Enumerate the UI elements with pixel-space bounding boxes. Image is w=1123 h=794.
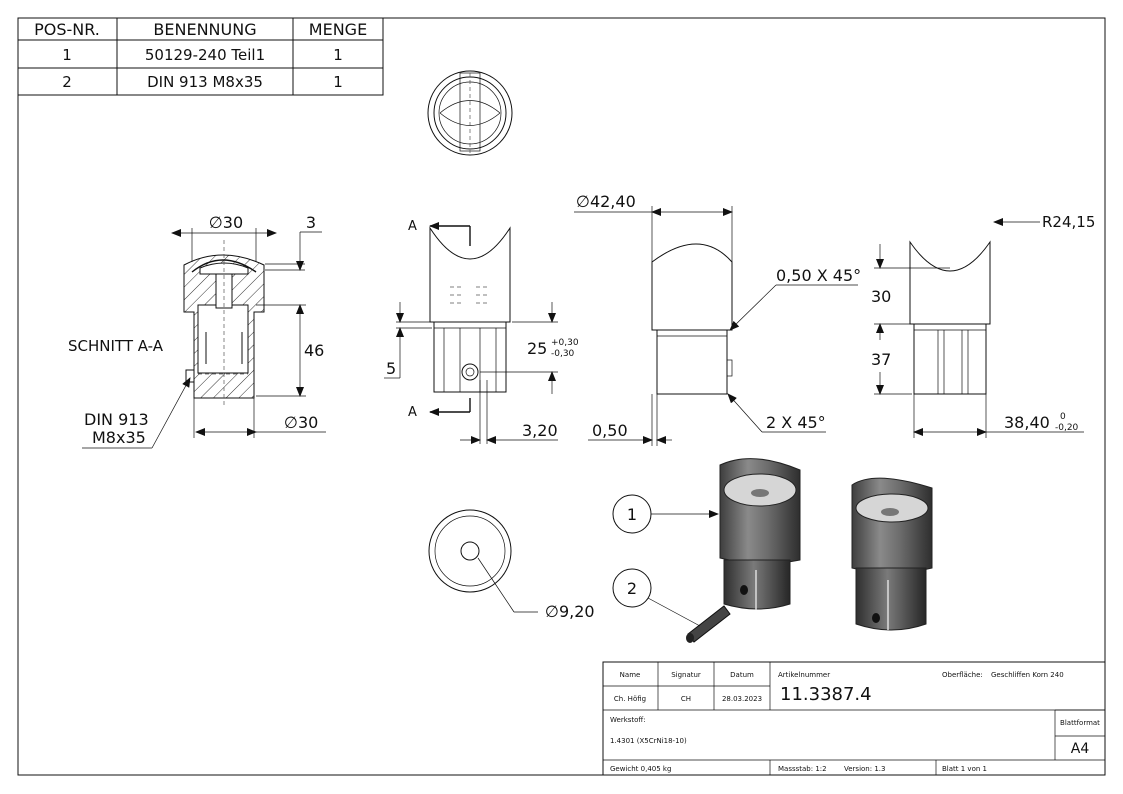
right-dim-upper: 30 — [871, 287, 891, 306]
sheet-border — [17, 17, 1106, 776]
right-dim-lower: 37 — [871, 350, 891, 369]
right-tol-upper: 0 — [1060, 412, 1066, 422]
side-dim-bottom: 0,50 — [592, 421, 628, 440]
bottom-dim: ∅9,20 — [545, 602, 595, 621]
bom-row2-pos: 2 — [62, 73, 72, 91]
right-dim-bottom: 38,40 — [1004, 413, 1050, 432]
front-dimensions: 5 25 +0,30 -0,30 3,20 — [384, 302, 579, 444]
iso-view-1 — [719, 458, 801, 610]
right-view — [909, 240, 991, 395]
section-dim-bottom: ∅30 — [284, 413, 318, 432]
bom-row2-name: DIN 913 M8x35 — [147, 73, 263, 91]
tb-blattformat-value: A4 — [1071, 741, 1090, 757]
tb-blattformat-label: Blattformat — [1060, 719, 1100, 727]
front-dim-right: 25 — [527, 339, 547, 358]
balloon-1: 1 — [627, 505, 637, 524]
bom-table: POS-NR. BENENNUNG MENGE 1 50129-240 Teil… — [17, 17, 384, 96]
section-dim-height: 46 — [304, 341, 324, 360]
tb-artikelnummer: 11.3387.4 — [780, 684, 872, 705]
tb-werkstoff-label: Werkstoff: — [610, 716, 646, 724]
section-callout-line2: M8x35 — [92, 428, 146, 447]
side-dimensions: ∅42,40 0,50 X 45° 2 X 45° 0,50 — [574, 192, 861, 446]
front-tol-upper: +0,30 — [551, 338, 579, 348]
tb-blatt: Blatt 1 von 1 — [942, 765, 987, 773]
cut-label-bottom: A — [408, 405, 417, 420]
section-callout-line1: DIN 913 — [84, 410, 149, 429]
bom-row2-qty: 1 — [333, 73, 343, 91]
right-radius: R24,15 — [1042, 213, 1095, 231]
bottom-view: ∅9,20 — [428, 509, 595, 621]
tb-werkstoff-value: 1.4301 (X5CrNi18-10) — [610, 737, 687, 745]
bom-row1-pos: 1 — [62, 46, 72, 64]
side-dim-top: ∅42,40 — [576, 192, 636, 211]
balloons: 1 2 — [612, 494, 719, 627]
front-dim-bottom: 3,20 — [522, 421, 558, 440]
side-chamfer-bottom: 2 X 45° — [766, 413, 826, 432]
title-block: Name Signatur Datum Artikelnummer Oberfl… — [602, 661, 1106, 776]
tb-signatur: CH — [681, 695, 691, 703]
right-dimensions: R24,15 30 37 38,40 0 -0,20 — [871, 213, 1095, 438]
front-tol-lower: -0,30 — [551, 349, 575, 359]
top-view — [427, 70, 513, 156]
tb-oberflaeche-value: Geschliffen Korn 240 — [991, 671, 1064, 679]
side-view — [651, 243, 733, 395]
tb-header-signatur: Signatur — [671, 671, 701, 679]
section-title: SCHNITT A-A — [68, 337, 164, 355]
tb-header-name: Name — [620, 671, 641, 679]
cut-label-top: A — [408, 219, 417, 234]
iso-view-2 — [851, 477, 933, 631]
bom-row1-qty: 1 — [333, 46, 343, 64]
section-view — [183, 240, 265, 405]
section-dim-top: ∅30 — [209, 213, 243, 232]
section-dim-top-right: 3 — [306, 213, 316, 232]
tb-header-datum: Datum — [730, 671, 754, 679]
bom-header-menge: MENGE — [309, 20, 367, 39]
tb-header-artikel: Artikelnummer — [778, 671, 830, 679]
front-dim-left: 5 — [386, 359, 396, 378]
tb-gewicht: Gewicht 0,405 kg — [610, 765, 671, 773]
balloon-2: 2 — [627, 579, 637, 598]
tb-oberflaeche-label: Oberfläche: — [942, 671, 983, 679]
section-dimensions: ∅30 3 46 ∅30 SCHNITT A-A DIN 913 M8x35 — [68, 213, 326, 449]
tb-version: Version: 1.3 — [844, 765, 885, 773]
front-view: A A — [408, 219, 511, 420]
bom-header-pos: POS-NR. — [34, 20, 100, 39]
iso-screw — [686, 605, 731, 643]
tb-massstab: Massstab: 1:2 — [778, 765, 827, 773]
side-chamfer-top: 0,50 X 45° — [776, 266, 861, 285]
bom-row1-name: 50129-240 Teil1 — [145, 46, 265, 64]
bom-header-benennung: BENENNUNG — [153, 20, 256, 39]
tb-datum: 28.03.2023 — [722, 695, 762, 703]
right-tol-lower: -0,20 — [1055, 423, 1079, 433]
tb-name: Ch. Höfig — [614, 695, 646, 703]
